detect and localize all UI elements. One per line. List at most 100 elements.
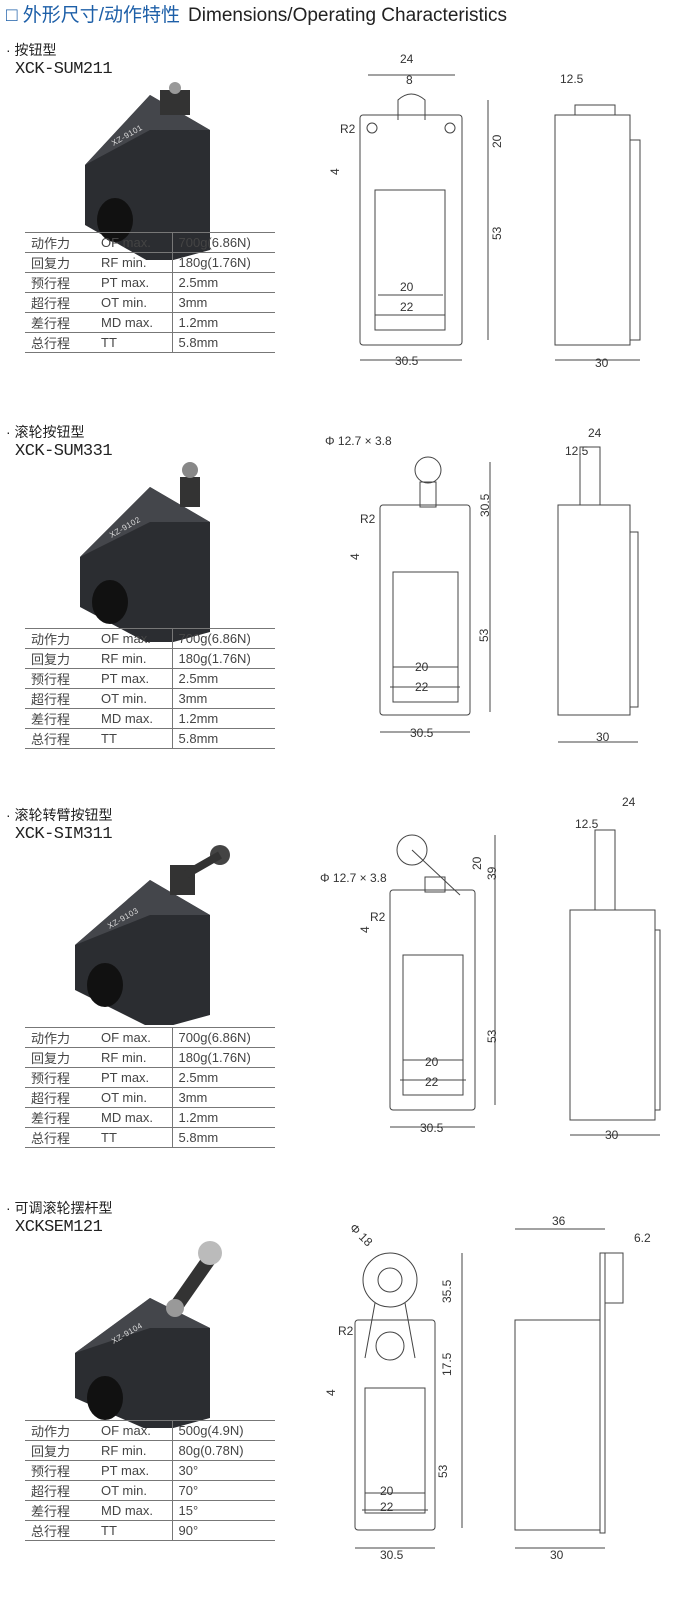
header-zh: □ 外形尺寸/动作特性 (6, 5, 181, 26)
spec-cell: OF max. (95, 232, 172, 253)
spec-cell: PT max. (95, 1067, 172, 1088)
spec-cell: 回复力 (25, 252, 95, 273)
spec-cell: 90° (171, 1520, 275, 1541)
spec-cell: 回复力 (25, 648, 95, 669)
dim-label: Φ 12.7 × 3.8 (325, 434, 392, 448)
dim-label: Φ 12.7 × 3.8 (320, 871, 387, 885)
spec-cell: 总行程 (25, 728, 95, 749)
dim-label: 12.5 (575, 817, 599, 831)
product-photo (85, 82, 210, 260)
spec-cell: TT (95, 728, 172, 749)
dimension-drawing (354, 1228, 624, 1549)
dim-label: 8 (406, 73, 413, 87)
type-label: · 滚轮按钮型 (6, 424, 85, 440)
spec-cell: 总行程 (25, 332, 95, 353)
model-number: XCK-SUM331 (15, 442, 113, 461)
header-en: Dimensions/Operating Characteristics (188, 5, 507, 26)
spec-cell: MD max. (95, 1500, 172, 1521)
spec-cell: 超行程 (25, 688, 95, 709)
spec-cell: 超行程 (25, 1087, 95, 1108)
dim-label: 4 (358, 926, 372, 933)
spec-cell: 3mm (171, 688, 275, 709)
spec-cell: 3mm (171, 292, 275, 313)
dim-label: R2 (360, 512, 376, 526)
dim-label: 30 (596, 730, 610, 744)
dimension-drawing (379, 446, 639, 743)
dim-label: 20 (425, 1055, 439, 1069)
spec-cell: 1.2mm (171, 708, 275, 729)
spec-cell: 5.8mm (171, 332, 275, 353)
spec-cell: TT (95, 332, 172, 353)
dim-label: 30.5 (420, 1121, 444, 1135)
spec-cell: 80g(0.78N) (171, 1440, 275, 1461)
spec-cell: OT min. (95, 1480, 172, 1501)
spec-cell: 700g(6.86N) (171, 628, 275, 649)
dim-label: 20 (470, 856, 484, 870)
dim-label: 4 (328, 168, 342, 175)
spec-cell: RF min. (95, 648, 172, 669)
type-label: · 按钮型 (6, 42, 57, 58)
dim-label: 20 (400, 280, 414, 294)
product-photo (75, 845, 230, 1025)
dim-label: 39 (485, 866, 499, 880)
type-label: · 可调滚轮摆杆型 (6, 1200, 113, 1216)
dim-label: 35.5 (440, 1279, 454, 1303)
spec-cell: 180g(1.76N) (171, 252, 275, 273)
dim-label: 30.5 (410, 726, 434, 740)
dim-label: 24 (588, 426, 602, 440)
dim-label: 30.5 (380, 1548, 404, 1562)
spec-cell: 3mm (171, 1087, 275, 1108)
dim-label: 20 (490, 134, 504, 148)
model-number: XCK-SIM311 (15, 825, 113, 844)
spec-cell: MD max. (95, 312, 172, 333)
dim-label: 36 (552, 1214, 566, 1228)
spec-cell: 总行程 (25, 1127, 95, 1148)
spec-cell: 30° (171, 1460, 275, 1481)
spec-cell: OT min. (95, 1087, 172, 1108)
spec-cell: 预行程 (25, 272, 95, 293)
spec-cell: 2.5mm (171, 668, 275, 689)
dim-label: 20 (380, 1484, 394, 1498)
spec-cell: MD max. (95, 708, 172, 729)
dim-label: 24 (622, 795, 636, 809)
product-photo (75, 1241, 222, 1428)
spec-cell: RF min. (95, 1440, 172, 1461)
spec-cell: 动作力 (25, 1420, 95, 1441)
dim-label: 30 (595, 356, 609, 370)
spec-cell: RF min. (95, 1047, 172, 1068)
spec-cell: 70° (171, 1480, 275, 1501)
spec-cell: TT (95, 1520, 172, 1541)
dim-label: 22 (400, 300, 414, 314)
dimension-drawing (359, 74, 641, 361)
dim-label: 22 (380, 1500, 394, 1514)
spec-cell: 180g(1.76N) (171, 648, 275, 669)
spec-cell: 15° (171, 1500, 275, 1521)
spec-cell: 1.2mm (171, 312, 275, 333)
spec-cell: 2.5mm (171, 272, 275, 293)
dim-label: 53 (485, 1029, 499, 1043)
spec-cell: 预行程 (25, 1460, 95, 1481)
spec-cell: 差行程 (25, 1107, 95, 1128)
spec-cell: OF max. (95, 1027, 172, 1048)
spec-cell: 差行程 (25, 312, 95, 333)
spec-cell: 5.8mm (171, 728, 275, 749)
model-number: XCKSEM121 (15, 1218, 103, 1237)
spec-cell: 回复力 (25, 1440, 95, 1461)
